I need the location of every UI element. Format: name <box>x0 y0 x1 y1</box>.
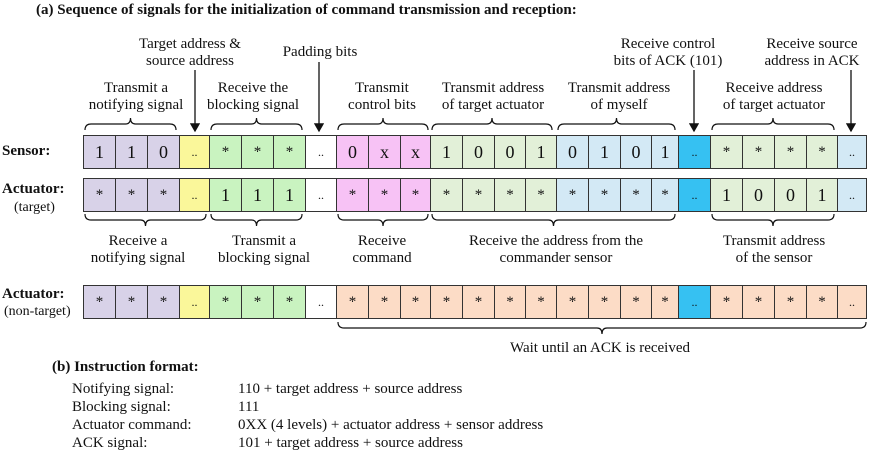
brace-transmit-myself <box>557 117 676 131</box>
bit-cell: * <box>241 135 274 169</box>
row-sublabel-target: (target) <box>14 200 55 215</box>
bit-cell: 0 <box>462 135 495 169</box>
bit-cell: * <box>651 285 679 319</box>
brace-wait-ack <box>337 321 867 335</box>
bit-cell: * <box>462 285 495 319</box>
bit-cell: 1 <box>241 178 274 212</box>
bit-cell: * <box>368 178 401 212</box>
bit-cell: .. <box>837 135 867 169</box>
bit-cell: .. <box>305 178 337 212</box>
bit-cell: 0 <box>620 135 652 169</box>
bit-cell: .. <box>837 178 867 212</box>
bit-cell: 0 <box>494 135 526 169</box>
instruction-name: Actuator command: <box>72 417 192 433</box>
bit-cell: * <box>588 285 621 319</box>
bit-cell: * <box>430 285 463 319</box>
bit-cell: * <box>710 135 743 169</box>
brace-receive-notifying <box>84 213 207 227</box>
bit-cell: .. <box>678 178 711 212</box>
instruction-value: 0XX (4 levels) + actuator address + sens… <box>238 417 544 433</box>
brace-receive-blocking <box>210 117 303 131</box>
bit-cell: * <box>273 285 306 319</box>
brace-receive-address <box>431 213 676 227</box>
bit-cell: * <box>209 135 242 169</box>
bit-cell: .. <box>179 135 210 169</box>
bit-cell: * <box>209 285 242 319</box>
bit-cell: * <box>620 178 652 212</box>
bit-cell: .. <box>179 178 210 212</box>
row-sublabel-nontarget: (non-target) <box>4 304 71 319</box>
brace-transmit-blocking <box>210 213 303 227</box>
instruction-name: Notifying signal: <box>72 381 175 397</box>
bit-cell: 0 <box>774 178 807 212</box>
annotation-target-source: Target address &source address <box>139 36 241 69</box>
bit-cell: * <box>620 285 652 319</box>
instruction-value: 111 <box>238 399 260 415</box>
bit-cell: 1 <box>209 178 242 212</box>
brace-transmit-sensor-address <box>711 213 835 227</box>
bit-cell: * <box>742 135 775 169</box>
bit-cell: * <box>710 285 743 319</box>
bit-cell: * <box>241 285 274 319</box>
instruction-name: Blocking signal: <box>72 399 171 415</box>
bit-cell: .. <box>305 285 337 319</box>
bit-cell: .. <box>837 285 867 319</box>
instruction-title: (b) Instruction format: <box>52 359 199 375</box>
row-label-actuator-target: Actuator: <box>2 181 65 197</box>
bit-cell: .. <box>305 135 337 169</box>
brace-receive-target <box>711 117 835 131</box>
bit-cell: 1 <box>806 178 838 212</box>
bit-cell: * <box>430 178 463 212</box>
bit-cell: * <box>556 285 589 319</box>
annotation-wait-ack: Wait until an ACK is received <box>510 340 690 356</box>
brace-receive-command <box>337 213 429 227</box>
bit-cell: * <box>806 135 838 169</box>
instruction-name: ACK signal: <box>72 435 148 451</box>
annotation-padding-bits: Padding bits <box>282 44 358 60</box>
row-label-actuator-nontarget: Actuator: <box>2 286 65 302</box>
bit-cell: * <box>774 135 807 169</box>
bit-cell: 0 <box>336 135 369 169</box>
brace-transmit-control <box>337 117 429 131</box>
bit-cell: * <box>147 178 180 212</box>
row-label-sensor: Sensor: <box>2 143 51 159</box>
bit-cell: * <box>83 178 116 212</box>
bit-cell: 1 <box>525 135 557 169</box>
bit-cell: * <box>774 285 807 319</box>
bit-cell: * <box>400 178 431 212</box>
bit-cell: * <box>556 178 589 212</box>
instruction-value: 101 + target address + source address <box>238 435 463 451</box>
figure-title: (a) Sequence of signals for the initiali… <box>36 2 577 18</box>
bit-cell: 1 <box>651 135 679 169</box>
bit-cell: * <box>336 178 369 212</box>
bit-cell: x <box>368 135 401 169</box>
brace-transmit-notifying <box>84 117 177 131</box>
brace-transmit-target <box>431 117 553 131</box>
bit-cell: * <box>400 285 431 319</box>
instruction-value: 110 + target address + source address <box>238 381 463 397</box>
bit-cell: * <box>273 135 306 169</box>
bit-cell: * <box>115 285 148 319</box>
